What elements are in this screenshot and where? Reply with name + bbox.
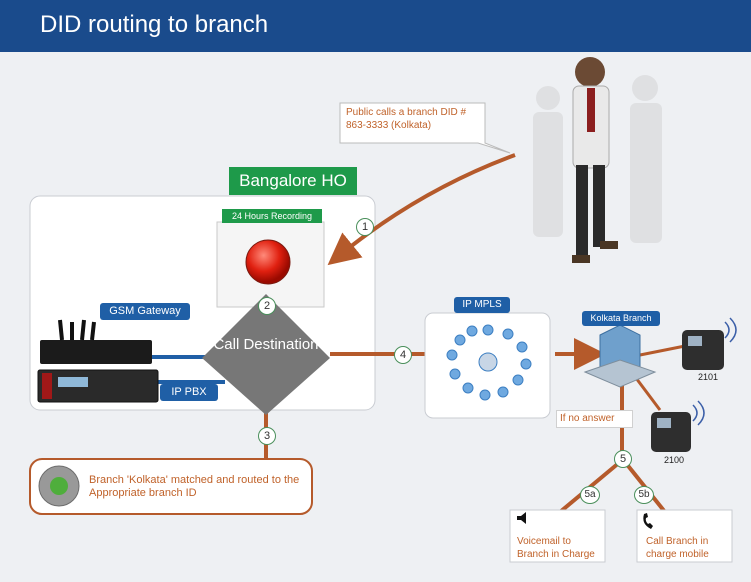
step-4-badge: 4 [394,346,412,364]
callout-bubble [339,102,511,154]
recording-panel [216,221,325,308]
gsm-gateway-device [40,340,152,364]
no-answer-label: If no answer [556,410,633,428]
arrow-public-call [327,153,516,266]
branch-match-box [29,458,313,515]
phone-2100-icon [651,400,705,452]
phone-2101-icon [682,317,737,370]
branch-match-text: Branch 'Kolkata' matched and routed to t… [89,474,300,499]
voicemail-text: Voicemail to Branch in Charge [517,536,595,560]
link-phone-2101 [639,343,691,357]
ip-pbx-label: IP PBX [160,384,218,401]
callout-text: Public calls a branch DID # 863-3333 (Ko… [346,107,467,131]
ip-pbx-device [37,369,159,403]
kolkata-branch-label: Kolkata Branch [582,311,660,326]
recording-label: 24 Hours Recording [222,209,322,223]
callbranch-box [636,509,733,563]
mpls-network-icon [446,324,532,401]
record-icon [245,239,291,285]
call-destination-label: Call Destination [213,336,319,353]
step-1-badge: 1 [356,218,374,236]
callbranch-text: Call Branch in charge mobile [646,536,709,560]
handset-icon [643,513,653,529]
call-destination-diamond [202,294,330,415]
step-3-badge: 3 [258,427,276,445]
page-title: DID routing to branch [40,11,269,38]
step-5-badge: 5 [614,450,632,468]
step-5a-badge: 5a [580,486,600,504]
step-5b-badge: 5b [634,486,654,504]
phone-2101-label: 2101 [698,372,719,382]
phone-2100-label: 2100 [664,455,685,465]
speaker-icon [517,512,526,524]
step-2-badge: 2 [258,297,276,315]
gsm-gateway-label: GSM Gateway [100,303,190,320]
bangalore-ho-title: Bangalore HO [229,167,357,195]
person-caller-icon [533,57,662,263]
header-bar: DID routing to branch [0,0,751,52]
mpls-label: IP MPLS [454,297,510,313]
kolkata-building-icon [583,324,657,388]
